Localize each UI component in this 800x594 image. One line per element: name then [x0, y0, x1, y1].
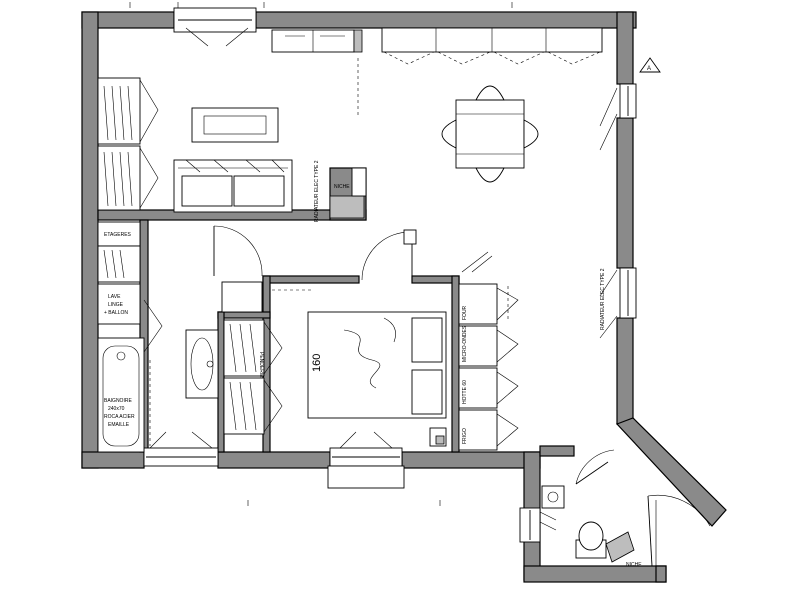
dining-table: [441, 85, 539, 183]
section-marker: A: [639, 57, 661, 73]
kitchen-counter: [271, 27, 603, 118]
kitchen-column: FOUR MICRO-ONDES HOTTE 60 FRIGO: [458, 251, 519, 451]
outer-walls: [81, 11, 727, 583]
doors: [213, 225, 711, 567]
radiator-living-label: RADIATEUR ELEC TYPE 2: [314, 160, 320, 222]
frigo-label: FRIGO: [462, 428, 468, 444]
radiator-right-label: RADIATEUR ELEC TYPE 2: [600, 268, 606, 330]
tick-marks: [129, 2, 513, 506]
lave-linge-label-2: LINGE: [108, 302, 124, 308]
etageres-label: ETAGERES: [104, 232, 132, 238]
windows: [143, 7, 637, 543]
living-room: NICHE RADIATEUR ELEC TYPE 2: [97, 77, 367, 222]
section-marker-label: A: [647, 66, 651, 72]
niche-living-label: NICHE: [334, 184, 350, 190]
bedroom: PENDERIE 160: [223, 289, 447, 447]
niche-wc-label: NICHE: [626, 562, 642, 568]
bathtub-label-2: 240x70: [108, 406, 125, 412]
utility-area: ETAGERES LAVE LINGE + BALLON: [97, 221, 141, 325]
lave-linge-label: LAVE: [108, 294, 121, 300]
bathtub-label-1: BAIGNOIRE: [104, 398, 132, 404]
bathroom: BAIGNOIRE 240x70 ROCA ACIER EMAILLE: [97, 281, 263, 453]
bathtub-label-4: EMAILLE: [108, 422, 130, 428]
bathtub-label-3: ROCA ACIER: [104, 414, 135, 420]
four-label: FOUR: [462, 305, 468, 320]
wc-room: NICHE: [539, 485, 642, 568]
hotte-label: HOTTE 60: [462, 380, 468, 404]
lave-linge-label-3: + BALLON: [104, 310, 128, 316]
micro-ondes-label: MICRO-ONDES: [462, 325, 468, 362]
bed-size-label: 160: [311, 354, 323, 372]
penderie-label: PENDERIE: [258, 352, 264, 378]
